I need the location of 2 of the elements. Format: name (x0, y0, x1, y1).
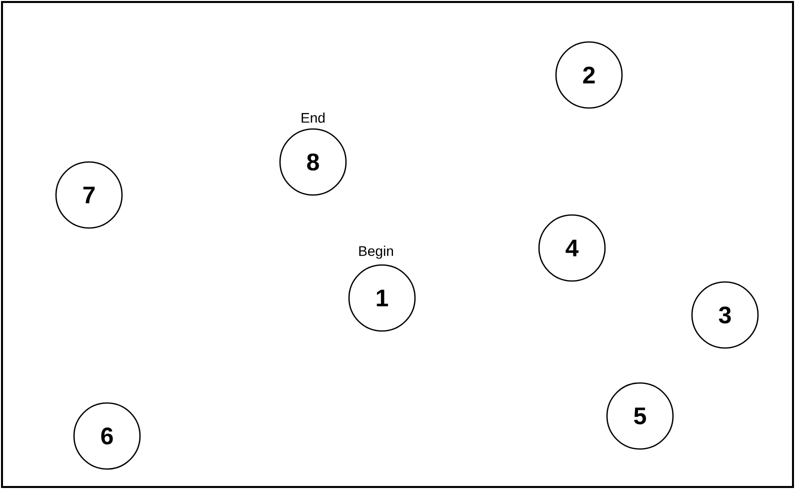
node-caption: Begin (359, 246, 393, 259)
node-caption: End (302, 112, 325, 123)
